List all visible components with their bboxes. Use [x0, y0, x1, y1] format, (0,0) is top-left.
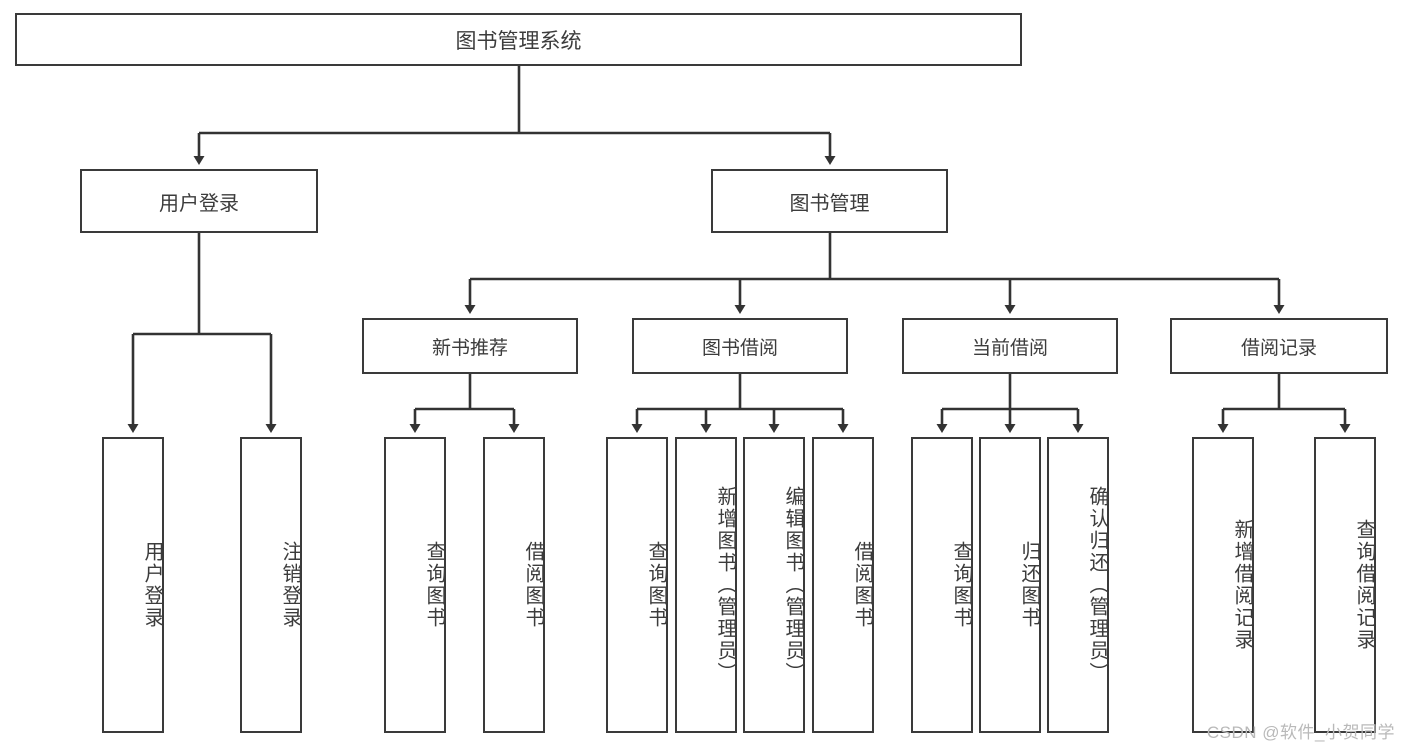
leaf-borrow-record-add[interactable]: 新增借阅记录 — [1192, 437, 1254, 733]
node-label: 借阅图书 — [851, 541, 873, 629]
node-label: 新增借阅记录 — [1231, 519, 1253, 651]
node-current-borrow[interactable]: 当前借阅 — [902, 318, 1118, 374]
node-label: 新增图书（管理员） — [714, 486, 736, 684]
node-label: 查询图书 — [645, 541, 667, 629]
node-label: 图书借阅 — [701, 337, 778, 359]
node-new-book-recommend[interactable]: 新书推荐 — [362, 318, 578, 374]
csdn-watermark: CSDN @软件_小贺同学 — [1206, 723, 1395, 742]
node-root-system[interactable]: 图书管理系统 — [15, 13, 1022, 66]
node-book-borrow[interactable]: 图书借阅 — [632, 318, 848, 374]
node-label: 编辑图书（管理员） — [782, 486, 804, 684]
leaf-user-login-login[interactable]: 用户登录 — [102, 437, 164, 733]
leaf-current-borrow-return[interactable]: 归还图书 — [979, 437, 1041, 733]
node-label: 借阅图书 — [522, 541, 544, 629]
leaf-book-borrow-add[interactable]: 新增图书（管理员） — [675, 437, 737, 733]
leaf-book-borrow-query[interactable]: 查询图书 — [606, 437, 668, 733]
leaf-current-borrow-confirm-return[interactable]: 确认归还（管理员） — [1047, 437, 1109, 733]
node-label: 确认归还（管理员） — [1086, 486, 1108, 684]
node-label: 查询图书 — [423, 541, 445, 629]
node-user-login[interactable]: 用户登录 — [80, 169, 318, 233]
node-label: 注销登录 — [279, 541, 301, 629]
leaf-user-login-logout[interactable]: 注销登录 — [240, 437, 302, 733]
node-label: 用户登录 — [141, 541, 163, 629]
node-label: 图书管理 — [789, 192, 870, 215]
leaf-book-borrow-borrow[interactable]: 借阅图书 — [812, 437, 874, 733]
node-borrow-record[interactable]: 借阅记录 — [1170, 318, 1388, 374]
node-label: 新书推荐 — [431, 337, 508, 359]
node-label: 用户登录 — [159, 192, 239, 215]
node-label: 查询借阅记录 — [1353, 519, 1375, 651]
leaf-borrow-record-query[interactable]: 查询借阅记录 — [1314, 437, 1376, 733]
node-book-management[interactable]: 图书管理 — [711, 169, 948, 233]
leaf-new-book-borrow[interactable]: 借阅图书 — [483, 437, 545, 733]
node-label: 当前借阅 — [971, 337, 1048, 359]
node-label: 借阅记录 — [1240, 337, 1317, 359]
leaf-current-borrow-query[interactable]: 查询图书 — [911, 437, 973, 733]
node-label: 归还图书 — [1018, 541, 1040, 629]
node-label: 图书管理系统 — [455, 29, 582, 53]
leaf-new-book-query[interactable]: 查询图书 — [384, 437, 446, 733]
node-label: 查询图书 — [950, 541, 972, 629]
leaf-book-borrow-edit[interactable]: 编辑图书（管理员） — [743, 437, 805, 733]
